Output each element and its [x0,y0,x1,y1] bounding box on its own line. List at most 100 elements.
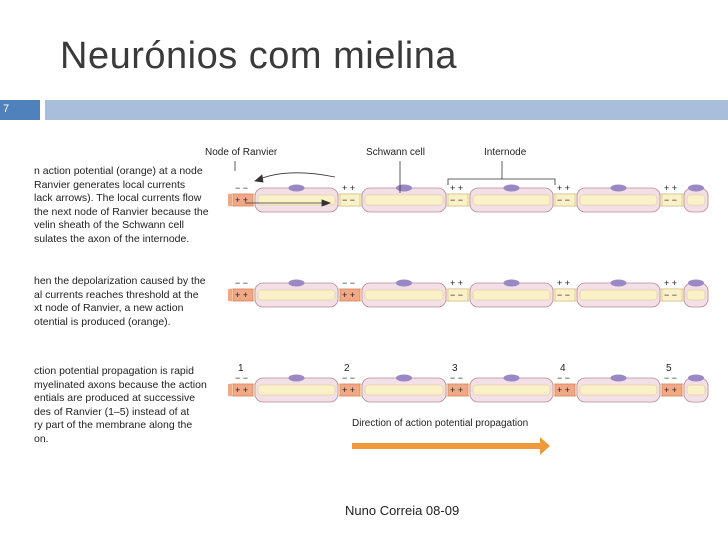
caption-c-line: on. [34,432,49,445]
axon-internode [686,289,706,301]
membrane-charge-outside: + + [557,183,570,193]
caption-a-line: velin sheath of the Schwann cell [34,219,185,231]
membrane-charge-outside: − − [664,373,677,383]
membrane-charge-outside: − − [235,183,248,193]
axon-internode [579,289,658,301]
membrane-charge-outside: − − [235,373,248,383]
label-internode: Internode [484,147,527,158]
membrane-charge-inside: + + [342,385,355,395]
membrane-charge-outside: − − [235,278,248,288]
axon-internode [364,384,444,396]
active-node [339,383,361,397]
axon-internode [257,289,336,301]
caption-b-line: hen the depolarization caused by the [34,275,206,287]
node-number: 1 [238,363,244,374]
membrane-charge-outside: + + [450,183,463,193]
schwann-nucleus [396,374,412,382]
schwann-nucleus [396,279,412,287]
internode-bracket [447,178,556,185]
membrane-charge-inside: + + [342,290,355,300]
caption-a-line: n action potential (orange) at a node [34,165,203,177]
node-of-ranvier [661,193,683,207]
title-rule [45,100,728,120]
axon-internode [257,194,336,206]
axon-internode [472,194,551,206]
active-node [554,383,576,397]
active-node [447,383,469,397]
axon-end [228,384,232,396]
membrane-charge-outside: + + [664,278,677,288]
caption-b-line: xt node of Ranvier, a new action [34,302,184,314]
axon-internode [579,194,658,206]
arrowhead [254,174,264,183]
caption-a-line: Ranvier generates local currents [34,178,186,191]
membrane-charge-inside: − − [450,195,463,205]
node-of-ranvier [447,288,469,302]
caption-b: hen the depolarization caused by the al … [34,275,206,329]
schwann-nucleus [396,184,412,192]
membrane-charge-inside: − − [664,195,677,205]
arrowhead [321,199,332,207]
node-of-ranvier [447,193,469,207]
membrane-charge-inside: + + [235,290,248,300]
schwann-nucleus [288,184,305,192]
membrane-charge-inside: + + [235,385,248,395]
membrane-charge-inside: − − [450,290,463,300]
caption-c: ction potential propagation is rapid mye… [34,365,207,446]
axon-end [228,289,232,301]
caption-c-line: ry part of the membrane along the [34,419,193,431]
schwann-nucleus [610,184,627,192]
membrane-charge-inside: − − [664,290,677,300]
schwann-nucleus [688,184,704,192]
membrane-charge-inside: + + [557,385,570,395]
node-number: 2 [344,363,350,374]
node-of-ranvier [339,193,361,207]
local-current-arrow [254,172,336,182]
label-schwann-cell: Schwann cell [366,147,425,158]
slide-number: 7 [3,103,10,115]
caption-a-line: the next node of Ranvier because the [34,205,209,218]
schwann-nucleus [688,279,704,287]
membrane-charge-inside: + + [664,385,677,395]
caption-c-line: myelinated axons because the action [34,378,207,391]
membrane-charge-outside: − − [557,373,570,383]
caption-a: n action potential (orange) at a node Ra… [34,165,209,246]
membrane-charge-outside: − − [342,373,355,383]
axon-internode [472,384,551,396]
schwann-nucleus [503,279,520,287]
axon-internode [364,194,444,206]
membrane-charge-outside: − − [450,373,463,383]
node-of-ranvier [661,288,683,302]
axon-end [228,194,232,206]
caption-c-line: entials are produced at successive [34,392,196,404]
membrane-charge-inside: − − [557,195,570,205]
node-number: 5 [666,363,672,374]
schwann-nucleus [688,374,704,382]
schwann-nucleus [610,279,627,287]
propagation-arrow-shaft [352,443,542,449]
membrane-charge-outside: + + [342,183,355,193]
slide-number-badge: 7 [0,100,40,120]
node-of-ranvier [554,288,576,302]
active-node [339,288,361,302]
node-of-ranvier [554,193,576,207]
axon-internode [364,289,444,301]
schwann-nucleus [288,374,305,382]
footer-author: Nuno Correia 08-09 [345,503,460,518]
membrane-charge-outside: + + [664,183,677,193]
schwann-nucleus [503,184,520,192]
membrane-charge-inside: − − [342,195,355,205]
axon-internode [579,384,658,396]
axon-internode [686,384,706,396]
schwann-nucleus [288,279,305,287]
node-number: 4 [560,363,566,374]
active-node [661,383,683,397]
caption-a-line: sulates the axon of the internode. [34,232,190,245]
caption-b-line: otential is produced (orange). [34,315,171,328]
label-propagation-direction: Direction of action potential propagatio… [352,418,529,429]
caption-c-line: des of Ranvier (1–5) instead of at [34,405,190,418]
active-node [232,383,254,397]
axon-internode [686,194,706,206]
membrane-charge-outside: + + [557,278,570,288]
membrane-charge-inside: + + [235,195,248,205]
